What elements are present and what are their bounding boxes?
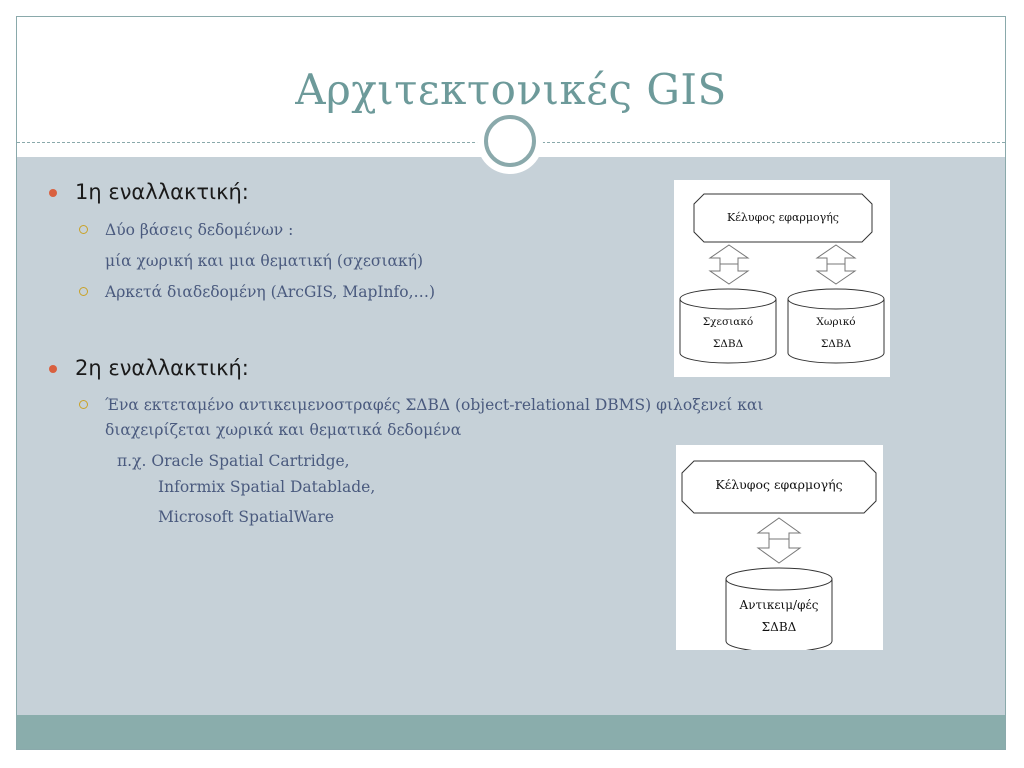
right-db-label-2: ΣΔΒΔ [821, 338, 852, 350]
alt2-sub1-line1: Ένα εκτεταμένο αντικειμενοστραφές ΣΔΒΔ (… [105, 396, 764, 414]
shell-box [693, 193, 873, 243]
bullet-ring-icon [79, 287, 88, 296]
slide-title: Αρχιτεκτονικές GIS [295, 65, 727, 114]
shell-label: Κέλυφος εφαρμογής [727, 211, 839, 224]
footer-band [17, 715, 1005, 749]
alt1-sub1-line1: Δύο βάσεις δεδομένων : [105, 221, 294, 239]
alt2-example-line3: Microsoft SpatialWare [158, 508, 335, 526]
object-database-icon [725, 567, 833, 653]
alt1-sub2: Αρκετά διαδεδομένη (ArcGIS, MapInfo,…) [79, 279, 436, 305]
shell-box [681, 460, 877, 514]
right-db-label-1: Χωρικό [816, 316, 855, 328]
alt2-example-line1: π.χ. Oracle Spatial Cartridge, [117, 452, 350, 470]
diagram-object-database-svg: Κέλυφος εφαρμογής Αντικειμ/φές ΣΔΒΔ [681, 460, 877, 653]
alt1-heading-text: 1η εναλλακτική: [75, 180, 249, 204]
diagram-two-databases: Κέλυφος εφαρμογής Σχεσιακό ΣΔΒΔ [674, 180, 890, 377]
diagram-object-database: Κέλυφος εφαρμογής Αντικειμ/φές ΣΔΒΔ [676, 445, 883, 653]
bullet-dot-icon [49, 365, 57, 373]
right-double-arrow-icon [815, 244, 857, 285]
alt1-heading: 1η εναλλακτική: [49, 180, 249, 204]
alt2-example-line2: Informix Spatial Datablade, [158, 478, 376, 496]
alt2-sub1-line2: διαχειρίζεται χωρικά και θεματικά δεδομέ… [105, 421, 462, 439]
alt2-heading: 2η εναλλακτική: [49, 356, 249, 380]
divider-ring-icon [484, 115, 536, 167]
alt1-sub1: Δύο βάσεις δεδομένων : [79, 217, 294, 243]
slide: Αρχιτεκτονικές GIS 1η εναλλακτική: Δύο β… [16, 16, 1006, 750]
right-database-icon [787, 288, 885, 364]
alt2-sub1: Ένα εκτεταμένο αντικειμενοστραφές ΣΔΒΔ (… [79, 392, 905, 418]
bullet-ring-icon [79, 400, 88, 409]
alt2-heading-text: 2η εναλλακτική: [75, 356, 249, 380]
left-double-arrow-icon [708, 244, 750, 285]
db-label-1: Αντικειμ/φές [739, 598, 819, 612]
bullet-dot-icon [49, 189, 57, 197]
left-db-label-1: Σχεσιακό [703, 316, 754, 328]
double-arrow-icon [756, 517, 802, 564]
shell-label: Κέλυφος εφαρμογής [715, 477, 842, 492]
db-label-2: ΣΔΒΔ [762, 620, 797, 634]
left-db-label-2: ΣΔΒΔ [713, 338, 744, 350]
left-database-icon [679, 288, 777, 364]
diagram-two-databases-svg: Κέλυφος εφαρμογής Σχεσιακό ΣΔΒΔ [679, 193, 885, 364]
bullet-ring-icon [79, 225, 88, 234]
alt1-sub2-text: Αρκετά διαδεδομένη (ArcGIS, MapInfo,…) [105, 283, 436, 301]
alt1-sub1-line2: μία χωρική και μια θεματική (σχεσιακή) [105, 252, 424, 270]
